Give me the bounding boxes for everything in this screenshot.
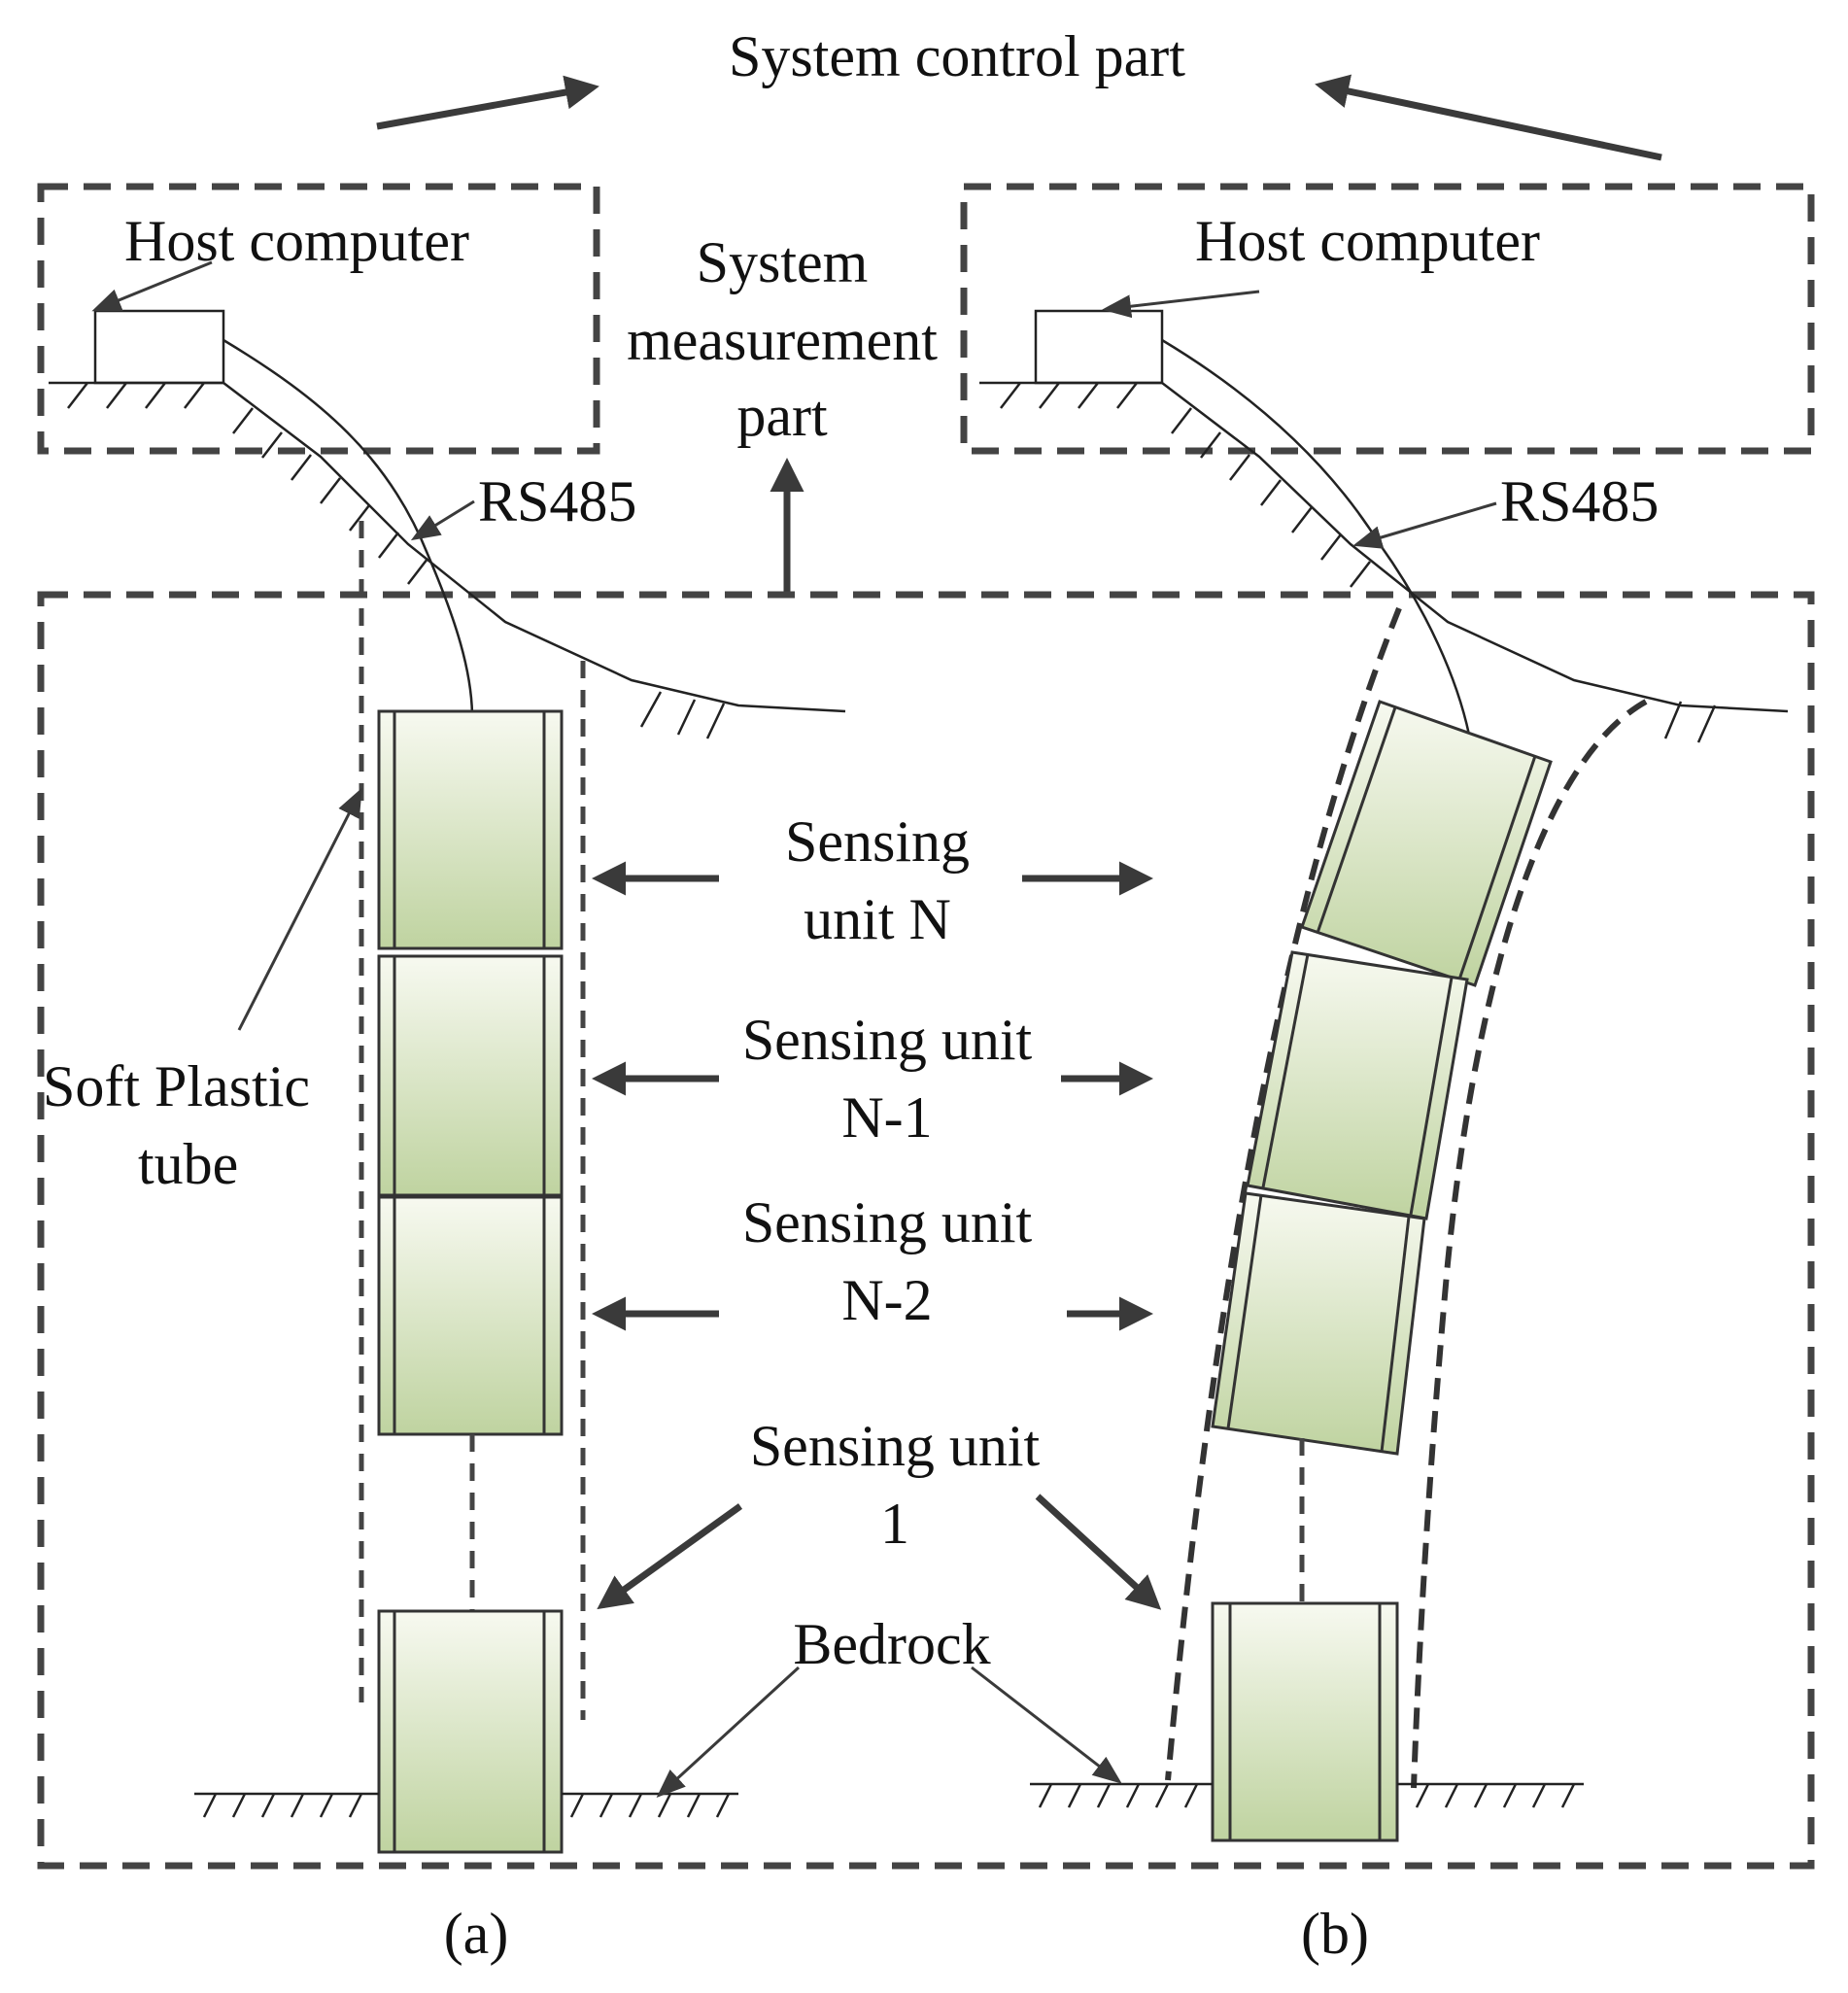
host-arrow-a — [91, 260, 213, 312]
sensing-unit-n1-a — [377, 954, 564, 1197]
bedrock-arrow-a — [656, 1666, 801, 1799]
control-arrow-left — [376, 75, 599, 130]
unit-1-arrow-left — [597, 1503, 743, 1610]
soft-plastic-label-line2: tube — [138, 1132, 238, 1196]
tube-left-wall-b — [1165, 606, 1402, 1781]
unit-n-label-line1: Sensing — [785, 809, 970, 874]
sensing-unit-n2-b — [1211, 1191, 1426, 1456]
rs485-arrow-a — [410, 499, 475, 541]
sensing-unit-n-b — [1300, 700, 1553, 987]
control-arrow-right — [1315, 74, 1662, 161]
slope-ground-a — [49, 381, 846, 739]
measurement-frame — [37, 591, 1815, 1870]
system-control-label: System control part — [729, 24, 1185, 88]
rs485-label-b: RS485 — [1500, 469, 1659, 533]
system-measurement-line1: System — [697, 230, 869, 294]
host-frame-a — [37, 183, 600, 455]
cable-b — [1161, 338, 1471, 736]
unit-n2-label-line1: Sensing unit — [742, 1190, 1033, 1254]
tube-right-wall-b — [1411, 699, 1648, 1789]
soft-plastic-arrow — [237, 787, 362, 1031]
unit-n-label-line2: unit N — [804, 887, 951, 951]
sensing-unit-n2-a — [377, 1195, 564, 1436]
host-computer-box-a — [93, 309, 225, 385]
sensing-unit-n1-b — [1246, 950, 1469, 1220]
unit-n1-label-line2: N-1 — [841, 1085, 932, 1150]
system-measurement-line2: measurement — [627, 308, 938, 372]
panel-label-a: (a) — [444, 1902, 509, 1966]
panel-label-b: (b) — [1301, 1902, 1369, 1966]
host-computer-label-a: Host computer — [124, 209, 469, 273]
sensing-unit-1-a — [377, 1609, 564, 1854]
bedrock-arrow-b — [971, 1666, 1122, 1784]
host-computer-label-b: Host computer — [1195, 209, 1540, 273]
host-computer-box-b — [1034, 309, 1164, 385]
rs485-arrow-b — [1352, 501, 1497, 549]
bedrock-ground-b — [1030, 1782, 1584, 1808]
system-measurement-line3: part — [736, 384, 828, 448]
unit-1-label-line1: Sensing unit — [750, 1414, 1041, 1478]
sensing-unit-1-b — [1211, 1601, 1399, 1842]
rs485-label-a: RS485 — [478, 469, 636, 533]
unit-n1-label-line1: Sensing unit — [742, 1008, 1033, 1072]
unit-1-arrow-right — [1035, 1494, 1162, 1610]
slope-ground-b — [979, 381, 1789, 743]
unit-n2-label-line2: N-2 — [841, 1268, 932, 1332]
host-arrow-b — [1102, 290, 1260, 319]
unit-1-label-line2: 1 — [880, 1492, 909, 1556]
bedrock-ground-a — [194, 1792, 738, 1818]
bedrock-label: Bedrock — [793, 1612, 990, 1676]
soft-plastic-label-line1: Soft Plastic — [43, 1054, 310, 1118]
sensing-unit-n-a — [377, 709, 564, 950]
